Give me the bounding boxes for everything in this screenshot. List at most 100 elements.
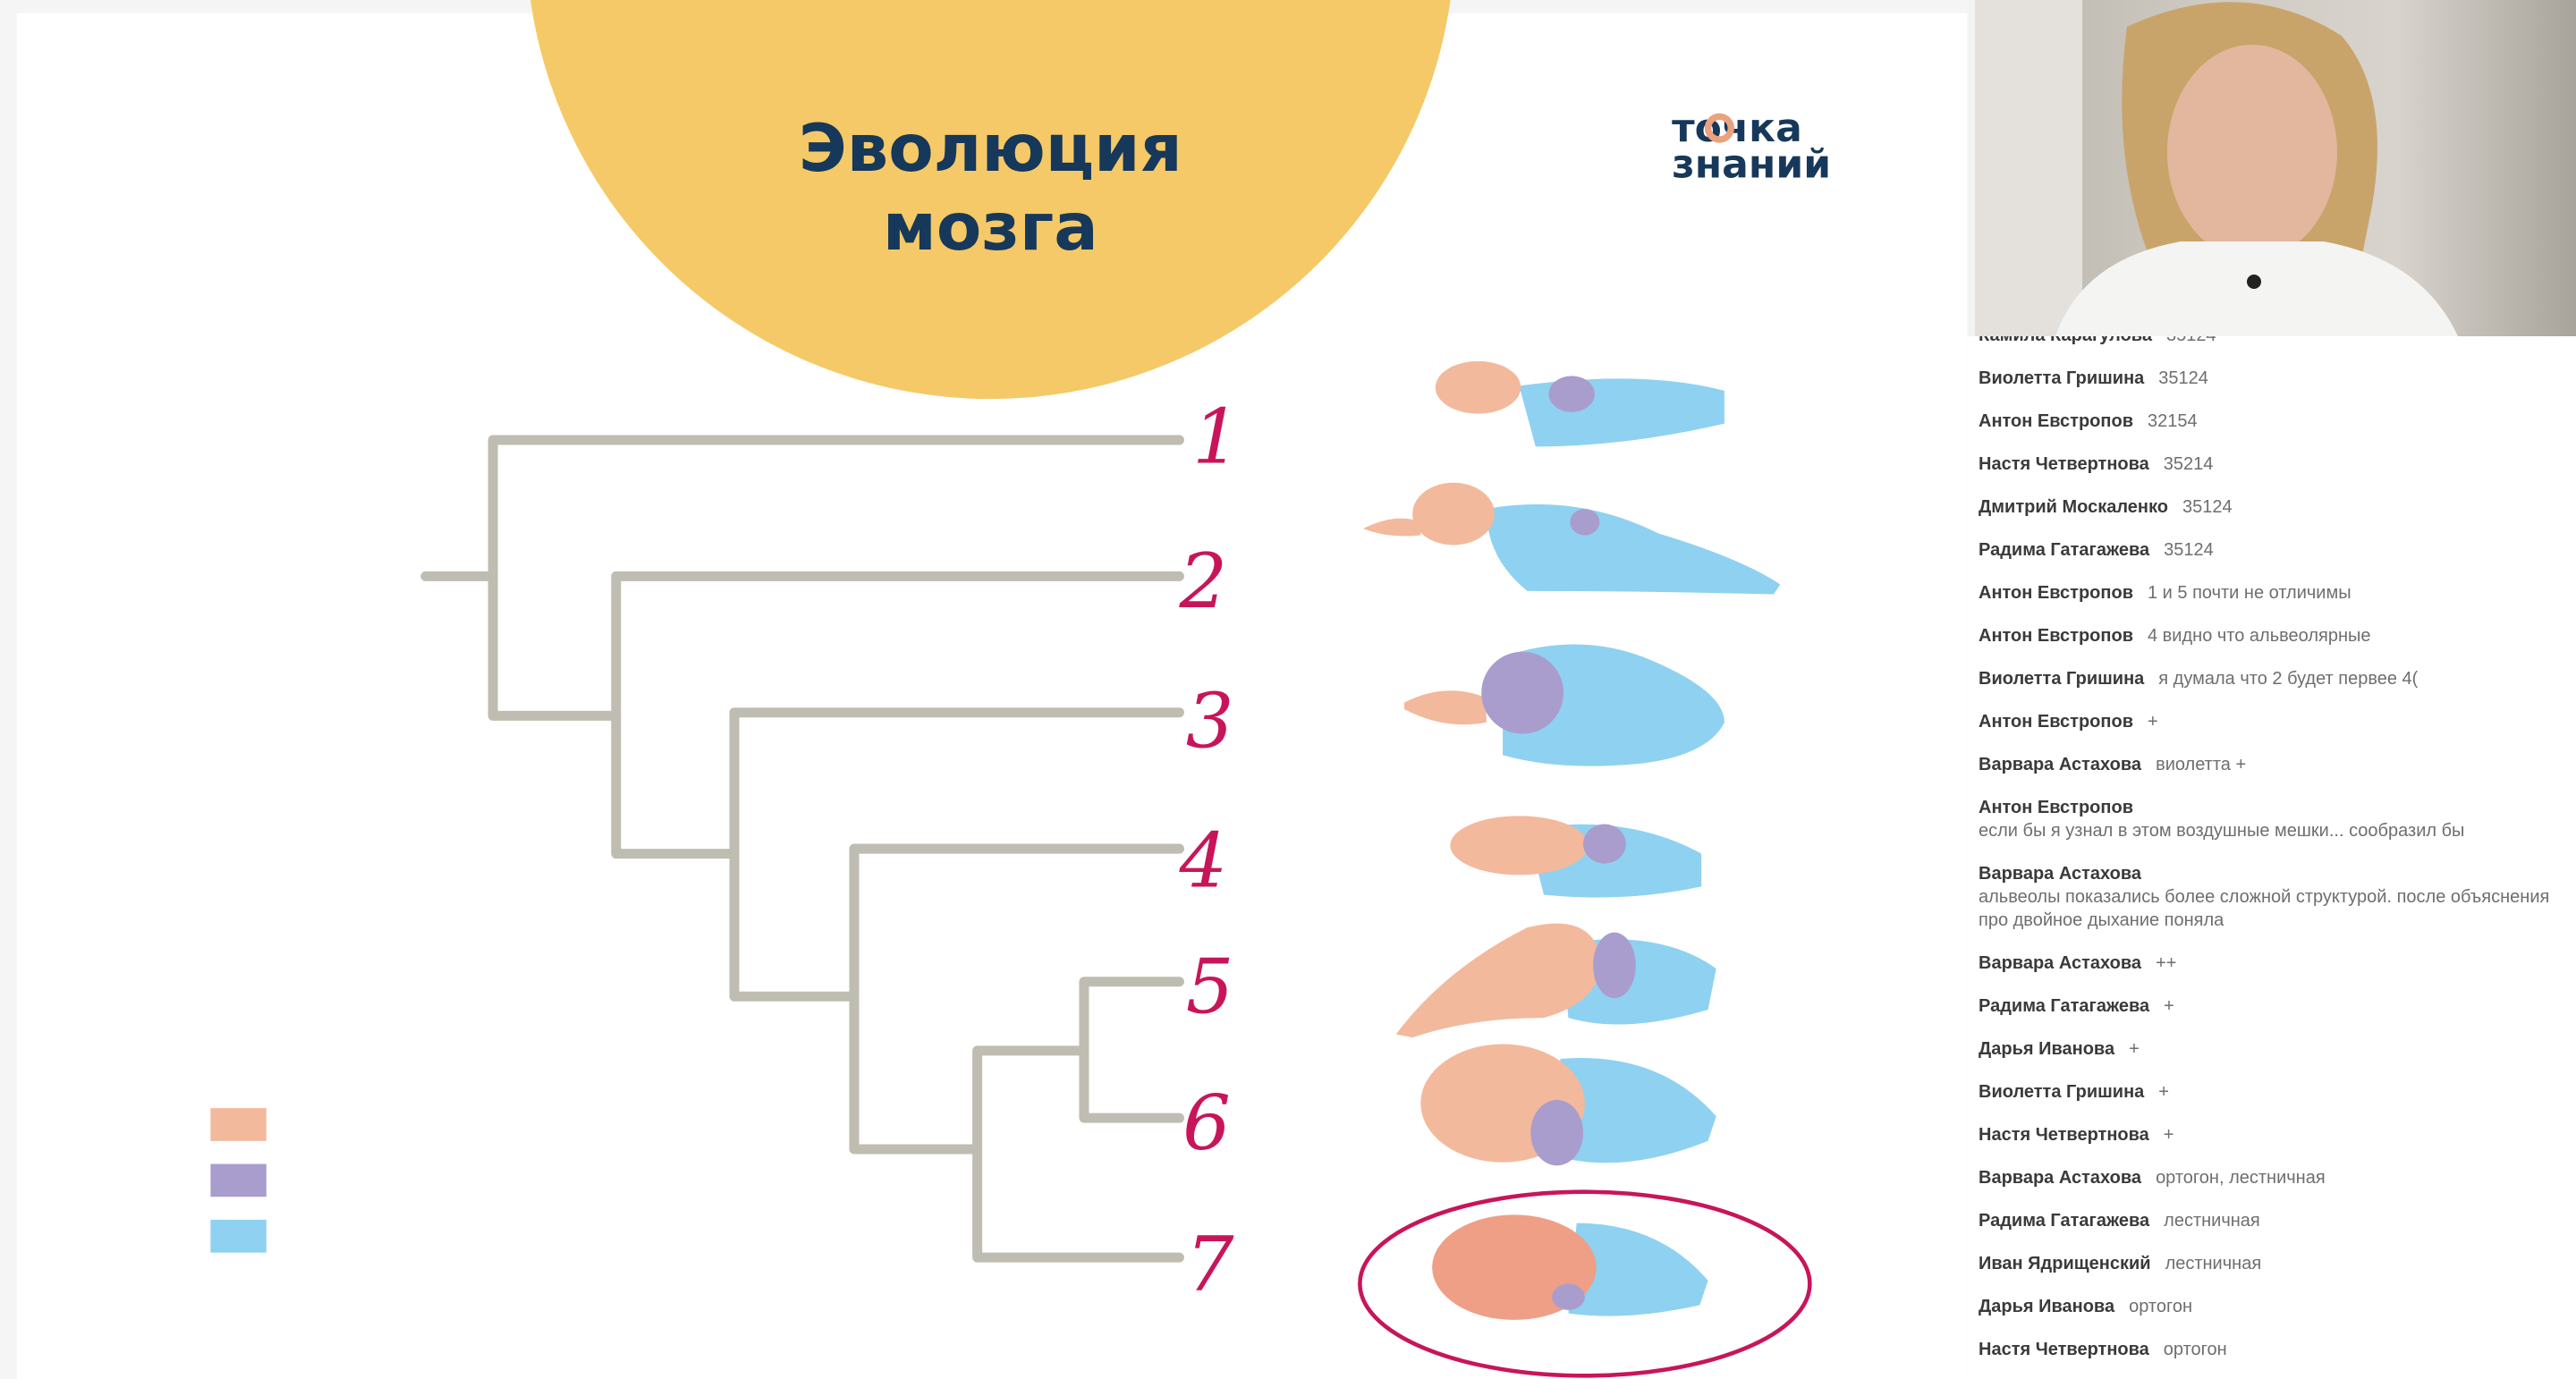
chat-message-author: Виолетта Гришина [1979, 1082, 2145, 1102]
legend-swatch-forebrain [210, 1108, 267, 1141]
slide-title-line2: мозга [883, 190, 1098, 266]
brand-logo: точка знаний [1672, 106, 1831, 187]
presenter-shirt [2055, 241, 2458, 336]
chat-message-author: Настя Четвертнова [1979, 454, 2149, 474]
chat-message-author: Виолетта Гришина [1979, 669, 2145, 689]
brain-6 [1420, 1044, 1716, 1166]
color-legend [210, 1108, 267, 1253]
chat-message-author: Варвара Астахова [1979, 755, 2142, 774]
chat-message-text: ++ [2156, 953, 2177, 973]
chat-message: Настя Четвертнова + [1979, 1113, 2558, 1156]
chat-message: Антон Евстропов 32154 [1979, 400, 2558, 443]
chat-message-text: 35124 [2164, 540, 2214, 560]
chat-message-author: Настя Четвертнова [1979, 1125, 2149, 1145]
chat-message: Виолетта Гришина я думала что 2 будет пер… [1979, 657, 2558, 700]
leaf-numbers: 1 2 3 4 5 6 7 [1178, 393, 1240, 1308]
chat-message-text: 4 видно что альвеолярные [2148, 626, 2371, 646]
phylogenetic-tree [420, 435, 1184, 1263]
legend-swatch-hindbrain [210, 1219, 267, 1253]
chat-message: Настя Четвертнова 35214 [1979, 443, 2558, 486]
chat-message: Радима Гатагажева + [1979, 985, 2558, 1028]
presenter-video-frame [1975, 0, 2458, 336]
chat-message-author: Антон Евстропов [1979, 411, 2133, 431]
chat-message: Радима Гатагажева 35124 [1979, 529, 2558, 571]
chat-message-author: Антон Евстропов [1979, 583, 2133, 603]
chat-message-text: лестничная [2165, 1254, 2262, 1273]
chat-message: Дмитрий Москаленко 35124 [1979, 486, 2558, 529]
chat-message-author: Дарья Иванова [1979, 1039, 2115, 1059]
chat-message: Антон Евстропов 4 видно что альвеолярные [1979, 614, 2558, 657]
chat-message: Камила Карагулова 35124 [1979, 336, 2558, 357]
chat-message-text: + [2163, 1125, 2174, 1145]
chat-message-text: 35124 [2166, 336, 2216, 345]
brain-7 [1432, 1214, 1708, 1320]
chat-message-text: если бы я узнал в этом воздушные мешки..… [1979, 821, 2465, 841]
chat-message-text: 32154 [2148, 411, 2198, 431]
chat-message-text: + [2164, 996, 2174, 1016]
chat-message: Дарья Иванова ортогон [1979, 1285, 2558, 1328]
brain-1 [1435, 360, 1724, 447]
chat-message-author: Камила Карагулова [1979, 336, 2152, 345]
chat-message: Варвара Астахова ++ [1979, 942, 2558, 985]
chat-message-author: Радима Гатагажева [1979, 540, 2150, 560]
chat-message-author: Дарья Иванова [1979, 1297, 2115, 1316]
chat-message-text: 35124 [2158, 368, 2208, 388]
chat-message-author: Варвара Астахова [1979, 864, 2142, 884]
leaf-number-6: 6 [1182, 1079, 1231, 1167]
chat-message: Настя Четвертнова ортогон [1979, 1328, 2558, 1371]
logo-target-icon [1704, 113, 1734, 143]
brain-4 [1450, 816, 1702, 898]
chat-message-text: 1 и 5 почти не отличимы [2148, 583, 2351, 603]
leaf-number-4: 4 [1178, 816, 1227, 904]
chat-message-text: 35124 [2182, 497, 2233, 517]
chat-message-author: Настя Четвертнова [1979, 1340, 2149, 1359]
leaf-number-7: 7 [1186, 1221, 1234, 1308]
title-circle [530, 0, 1451, 399]
chat-message: Радима Гатагажева лестничная [1979, 1199, 2558, 1242]
chat-message: Виолетта Гришина 35124 [1979, 357, 2558, 400]
chat-message-text: виолетта + [2156, 755, 2247, 774]
chat-message: Иван Ядрищенский лестничная [1979, 1242, 2558, 1285]
chat-message-author: Радима Гатагажева [1979, 1211, 2150, 1231]
chat-message-author: Виолетта Гришина [1979, 368, 2145, 388]
chat-message-author: Радима Гатагажева [1979, 996, 2150, 1016]
brain-3 [1403, 644, 1724, 766]
chat-message-author: Антон Евстропов [1979, 712, 2133, 732]
brain-illustrations [1358, 360, 1812, 1378]
chat-message-text: ортогон [2163, 1340, 2227, 1359]
chat-message-text: 35214 [2163, 454, 2214, 474]
webcam-video [1975, 0, 2576, 336]
chat-message-author: Варвара Астахова [1979, 1168, 2142, 1188]
chat-message-text: + [2158, 1082, 2169, 1102]
chat-message: Антон Евстропов если бы я узнал в этом во… [1979, 786, 2558, 852]
chat-message: Антон Евстропов + [1979, 700, 2558, 743]
presentation-slide: Эволюция мозга точка знаний 1 2 3 4 5 6 … [210, 0, 1832, 1378]
chat-message-text: ортогон [2129, 1297, 2192, 1316]
chat-message: Дарья Иванова + [1979, 1028, 2558, 1070]
chat-message-list[interactable]: Камила Карагулова35124Виолетта Гришина35… [1968, 336, 2576, 1371]
chat-message: Варвара Астахова ортогон, лестничная [1979, 1156, 2558, 1199]
chat-message-text: я думала что 2 будет первее 4( [2158, 669, 2419, 689]
chat-message-text: лестничная [2164, 1211, 2260, 1231]
chat-message-author: Антон Евстропов [1979, 626, 2133, 646]
slide-title-line1: Эволюция [799, 111, 1182, 187]
chat-message-author: Варвара Астахова [1979, 953, 2142, 973]
chat-message: Варвара Астахова виолетта + [1979, 743, 2558, 786]
chat-message-author: Дмитрий Москаленко [1979, 497, 2168, 517]
leaf-number-2: 2 [1178, 537, 1227, 625]
chat-message-text: ортогон, лестничная [2156, 1168, 2326, 1188]
brain-5 [1395, 923, 1716, 1038]
logo-line2: знаний [1672, 141, 1831, 187]
chat-message-text: + [2148, 712, 2158, 732]
chat-message-author: Антон Евстропов [1979, 798, 2133, 817]
chat-message-author: Иван Ядрищенский [1979, 1254, 2151, 1273]
chat-message: Антон Евстропов 1 и 5 почти не отличимы [1979, 571, 2558, 614]
chat-message-text: + [2129, 1039, 2140, 1059]
slide-canvas: Эволюция мозга точка знаний 1 2 3 4 5 6 … [210, 0, 1832, 1378]
leaf-number-3: 3 [1186, 677, 1234, 765]
leaf-number-5: 5 [1186, 943, 1234, 1031]
presenter-face [2167, 45, 2337, 259]
leaf-number-1: 1 [1192, 393, 1241, 481]
logo-line1: точка [1672, 106, 1802, 151]
